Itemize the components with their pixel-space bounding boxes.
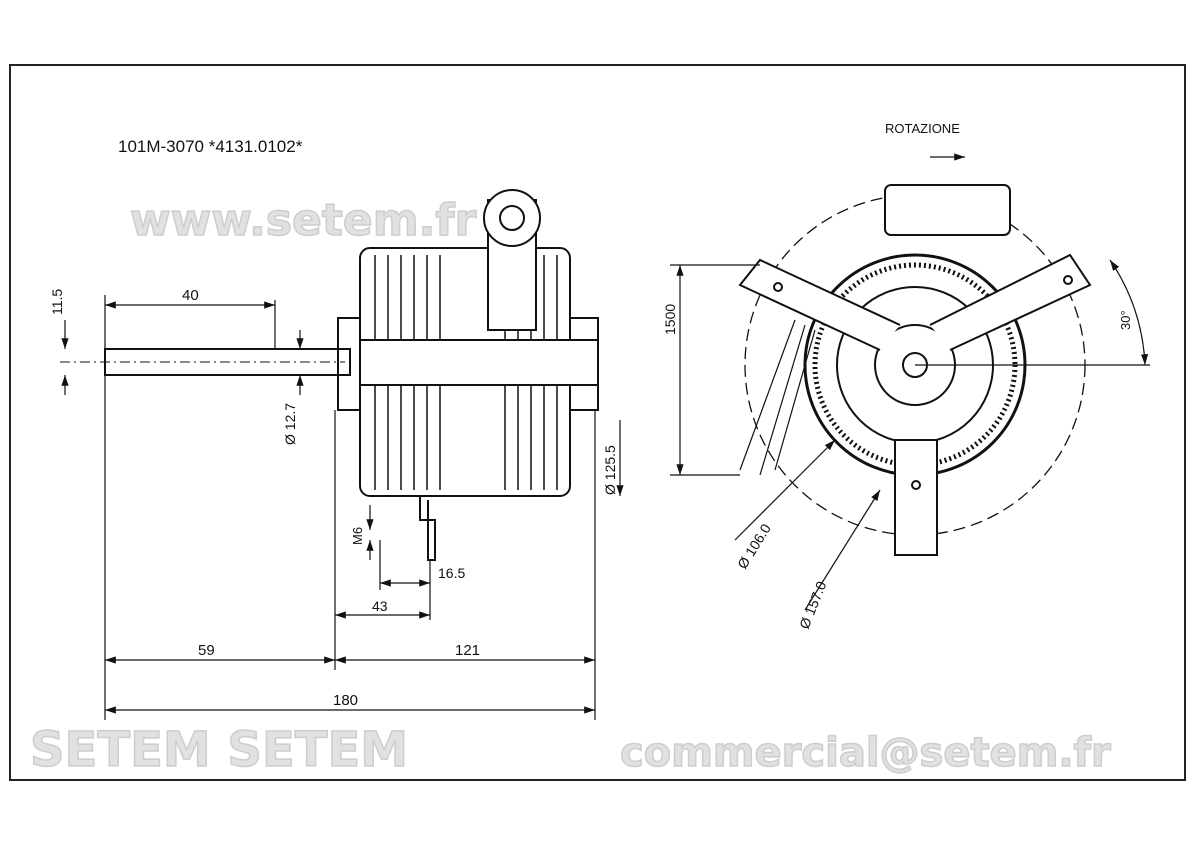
side-dimensions [61,295,624,720]
dim-inner-diameter: Ø 106.0 [734,521,774,572]
watermark-email: commercial@setem.fr [620,730,1111,776]
dim-angle: 30° [1118,310,1133,330]
dim-total-length: 180 [333,692,358,709]
dim-bracket-position: 43 [372,598,388,614]
dim-front-length: 59 [198,642,215,659]
dim-outer-diameter: Ø 157.0 [796,579,830,631]
dim-shaft-length: 40 [182,287,199,304]
dim-thread: M6 [350,527,365,545]
watermark-brand: SETEM SETEM [30,722,408,778]
dim-cable-length: 1500 [662,304,678,335]
watermark-url: www.setem.fr [130,195,476,246]
dim-shaft-offset: 11.5 [49,289,65,315]
watermark: www.setem.fr SETEM SETEM commercial@sete… [29,194,1111,779]
dim-bracket-offset: 16.5 [438,565,465,581]
drawing-title: 101M-3070 *4131.0102* [118,137,303,156]
dim-body-diameter: Ø 125.5 [602,445,618,495]
drawing-frame [9,64,1186,781]
motor-side-view [60,189,599,561]
rotation-label: ROTAZIONE [885,121,960,136]
dim-body-length: 121 [455,642,480,659]
front-dimensions [670,153,1150,611]
motor-front-view [738,184,1092,556]
dim-shaft-diameter: Ø 12.7 [282,403,298,445]
